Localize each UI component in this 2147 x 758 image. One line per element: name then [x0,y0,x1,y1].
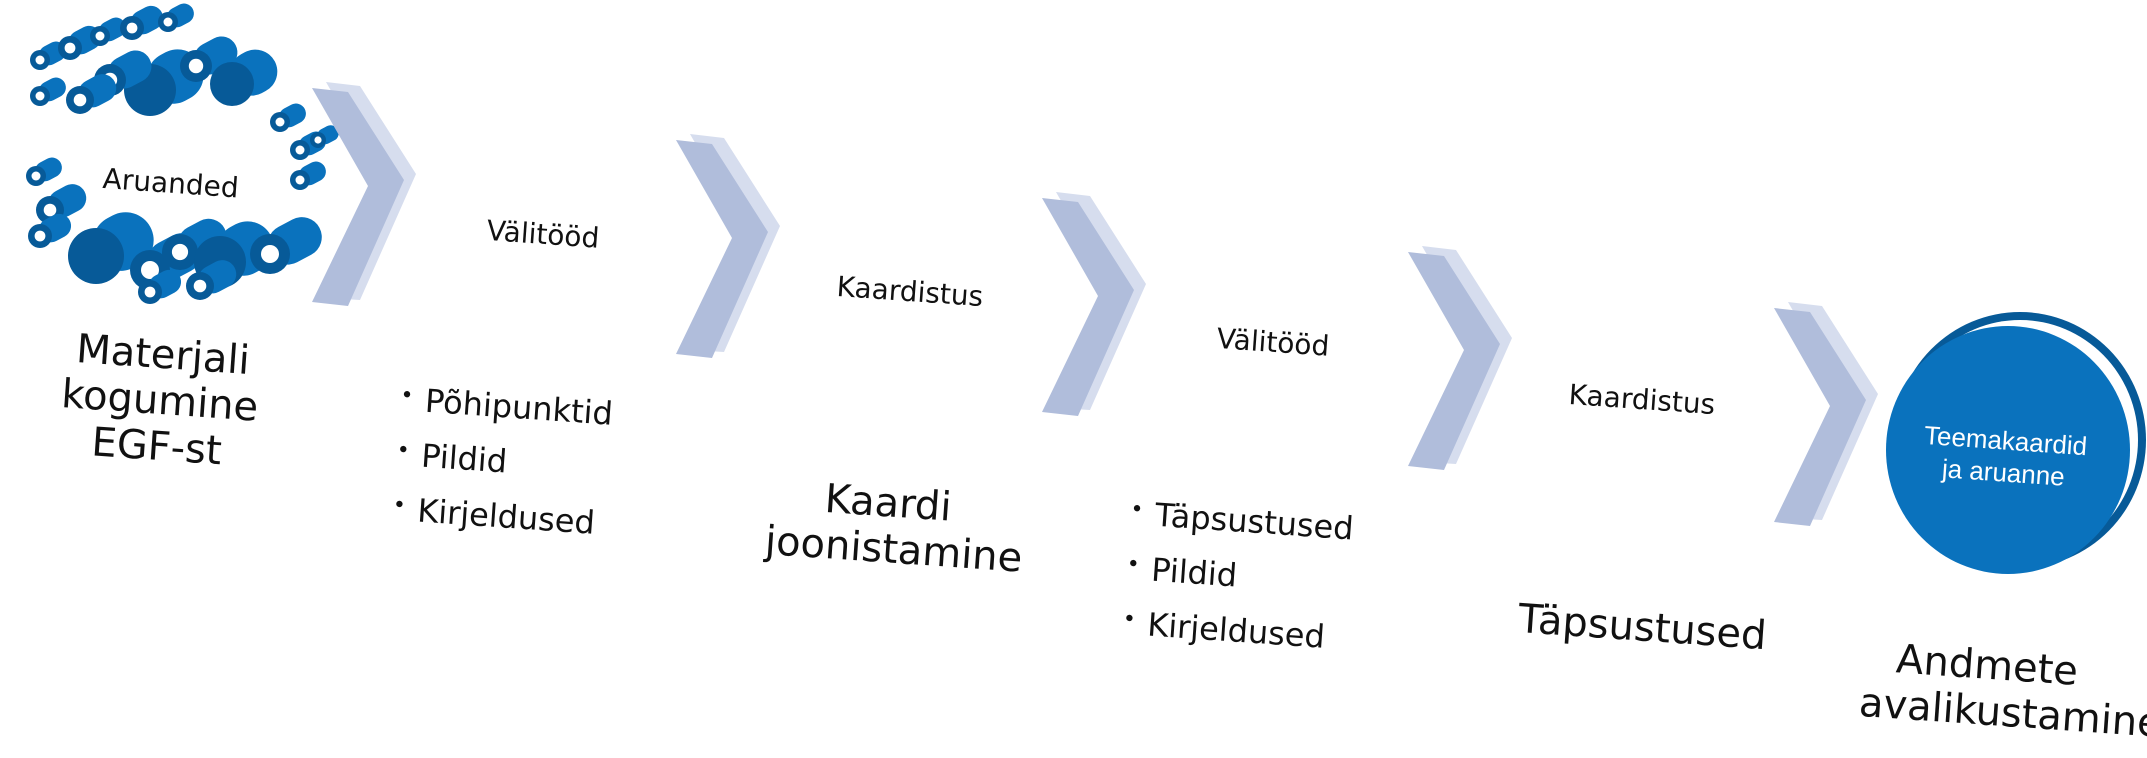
pipe-shape [120,5,164,40]
pipe-shape [26,157,62,186]
chevron-right-icon [312,82,416,306]
pipe-shape [270,103,306,132]
disc-icon [1886,312,2146,574]
chevron-right-icon [1774,302,1878,526]
step-2-bullets: Põhipunktid Pildid Kirjeldused [390,374,614,553]
chevron-right-icon [676,134,780,358]
chevron-right-icon [1042,192,1146,416]
pipe-cluster-icon [26,3,339,304]
pipe-shape [90,17,126,46]
step-4-bullets: Täpsustused Pildid Kirjeldused [1120,488,1355,668]
pipe-shape [210,49,278,106]
pipe-shape [30,77,66,106]
step-3-title: Kaardi joonistamine [763,475,1024,582]
pipe-shape [186,260,237,300]
pipe-shape [158,3,194,32]
pipe-shape [66,74,117,114]
pipe-shape [28,213,72,248]
circle-label: Teemakaardid ja aruanne [1923,419,2089,492]
pipe-shape [290,161,326,190]
step-1-title: Materjali kogumine EGF-st [59,326,260,475]
pipe-shape [310,125,339,148]
pipe-shape [250,217,322,274]
pipe-shape [138,269,182,304]
step-6-title: Andmete avalikustamine [1857,636,2147,747]
chevron-right-icon [1408,246,1512,470]
